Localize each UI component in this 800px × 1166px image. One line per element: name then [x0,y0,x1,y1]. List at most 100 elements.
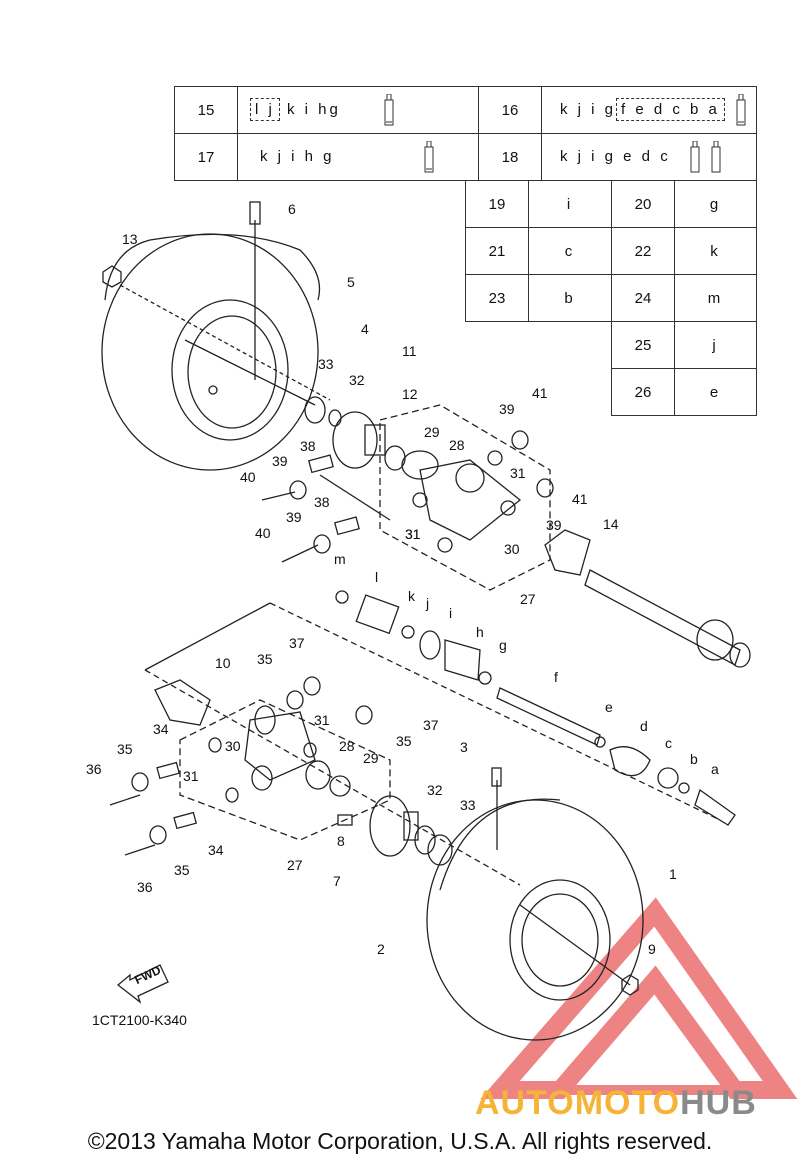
callout-label: 27 [287,857,303,873]
lower-nut-icon [621,974,639,996]
callout-label: 12 [402,386,418,402]
nut-icon [102,265,122,288]
callout-label: 14 [603,516,619,532]
grid-code: g [674,180,757,228]
boxed-code: f e d c b a [616,97,725,121]
grid-num: 24 [611,274,675,322]
callout-label: 3 [460,739,468,755]
grease-tube-icon [711,141,721,173]
callout-label: 40 [240,469,256,485]
callout-label: 39 [546,517,562,533]
callout-label: 31 [510,465,526,481]
callout-label: 13 [122,231,138,247]
watermark-hub: HUB [680,1084,757,1122]
callout-label: e [605,699,613,715]
callout-label: 38 [314,494,330,510]
grease-tube-icon [424,141,434,173]
grid-num: 25 [611,321,675,369]
grease-tube-icon [690,141,700,173]
callout-label: 35 [396,733,412,749]
grid-num: 26 [611,368,675,416]
callout-label: 39 [272,453,288,469]
callout-label: 35 [117,741,133,757]
callout-label: 31 [405,526,421,542]
callout-label: 36 [137,879,153,895]
grid-code: e [674,368,757,416]
callout-label: f [554,669,558,685]
upper-arm-group [379,404,551,591]
table-cell-num: 15 [174,86,238,134]
grid-code: b [528,274,612,322]
callout-label: 33 [318,356,334,372]
callout-label: l [375,569,379,585]
callout-label: 1 [669,866,677,882]
callout-label: 34 [153,721,169,737]
callout-label: 11 [402,343,417,359]
grid-empty [528,321,612,369]
callout-label: 36 [86,761,102,777]
watermark-logo: AUTOMOTOHUB [475,1084,757,1123]
watermark-auto: AUTO [475,1084,575,1122]
callout-label: 35 [257,651,273,667]
table-cell-code: k j i h g [237,133,479,181]
grease-tube-icon [384,94,394,126]
lower-tire-drawing [426,798,644,1041]
hub-icon [332,411,378,469]
callout-label: m [334,551,346,567]
callout-label: 31 [183,768,199,784]
callout-label: 28 [449,437,465,453]
table-cell-code: l j k i hg [237,86,479,134]
callout-label: 29 [363,750,379,766]
callout-label: 37 [289,635,305,651]
callout-label: 31 [314,712,330,728]
part-code: 1CT2100-K340 [92,1012,187,1028]
callout-label: 4 [361,321,369,337]
callout-label: 30 [225,738,241,754]
callout-label: 28 [339,738,355,754]
grid-empty [465,321,529,369]
callout-label: a [711,761,719,777]
callout-label: 32 [349,372,365,388]
fwd-arrow-icon [116,964,169,1004]
callout-label: 27 [520,591,536,607]
grid-num: 22 [611,227,675,275]
callout-label: 29 [424,424,440,440]
table-cell-num: 18 [478,133,542,181]
code-text: k j i h g [260,147,335,165]
callout-label: g [499,637,507,653]
callout-label: 2 [377,941,385,957]
callout-label: 41 [572,491,588,507]
callout-label: 34 [208,842,224,858]
grid-code: c [528,227,612,275]
lower-hub-icon [369,795,411,857]
valve-icon [249,201,261,225]
code-text: k i hg [287,100,341,118]
code-text: k j i g [560,100,617,118]
callout-label: k [408,588,415,604]
callout-label: 32 [427,782,443,798]
callout-label: b [690,751,698,767]
callout-label: 37 [423,717,439,733]
callout-label: 10 [215,655,231,671]
knuckle-icon [544,529,591,576]
callout-label: 39 [286,509,302,525]
upper-tire-drawing [101,233,321,471]
code-text: k j i g e d c [560,147,671,165]
code-grid-table: 19 i 20 g 21 c 22 k 23 b 24 m 25 j 26 e [465,180,757,416]
grid-num: 21 [465,227,529,275]
lower-knuckle-icon [154,679,211,726]
boxed-code: l j [250,97,280,121]
callout-label: i [449,605,453,621]
callout-label: 9 [648,941,656,957]
callout-label: 35 [174,862,190,878]
grid-code: m [674,274,757,322]
watermark-moto: MOTO [574,1084,681,1122]
table-cell-num: 17 [174,133,238,181]
lower-arm-group [179,699,391,841]
callout-label: 8 [337,833,345,849]
grease-tube-icon [736,94,746,126]
